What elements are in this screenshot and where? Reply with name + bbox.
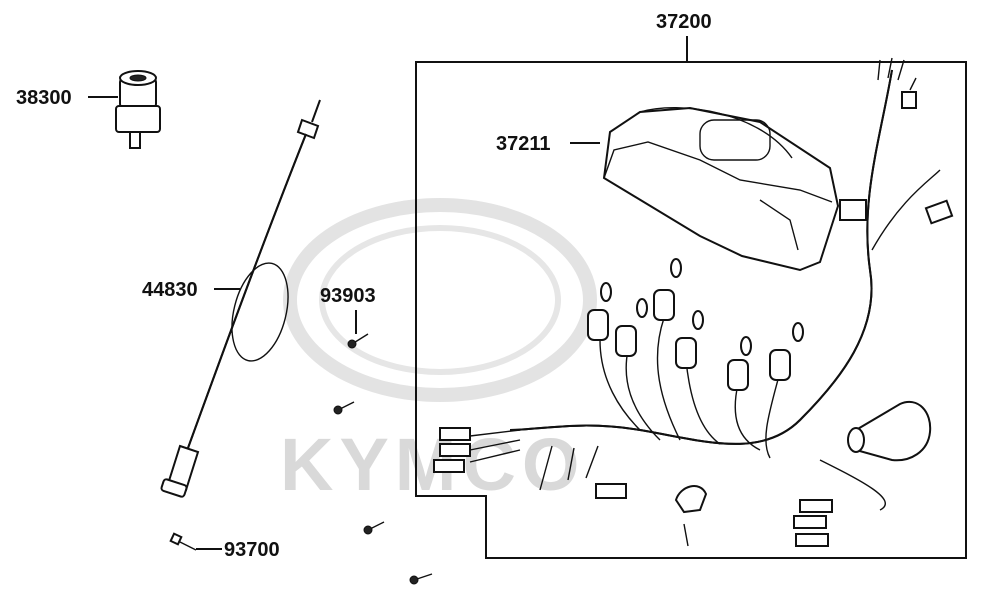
watermark-brand: KYMCO — [280, 423, 585, 506]
label-93903: 93903 — [320, 285, 376, 307]
part-38300-switch: 38300 — [16, 70, 161, 149]
wiring-harness — [433, 57, 954, 547]
label-38300: 38300 — [16, 87, 72, 109]
part-93903-screws: 93903 — [320, 285, 433, 585]
label-93700: 93700 — [224, 539, 280, 561]
label-37200: 37200 — [656, 11, 712, 33]
part-93700-bolt: 93700 — [169, 532, 280, 561]
part-37211-meter: 37211 — [496, 106, 840, 272]
part-44830-cable: 44830 — [142, 99, 321, 498]
kymco-watermark: KYMCO — [280, 198, 597, 506]
label-37211: 37211 — [496, 133, 551, 155]
label-44830: 44830 — [142, 279, 198, 301]
assembly-outline — [415, 61, 967, 559]
